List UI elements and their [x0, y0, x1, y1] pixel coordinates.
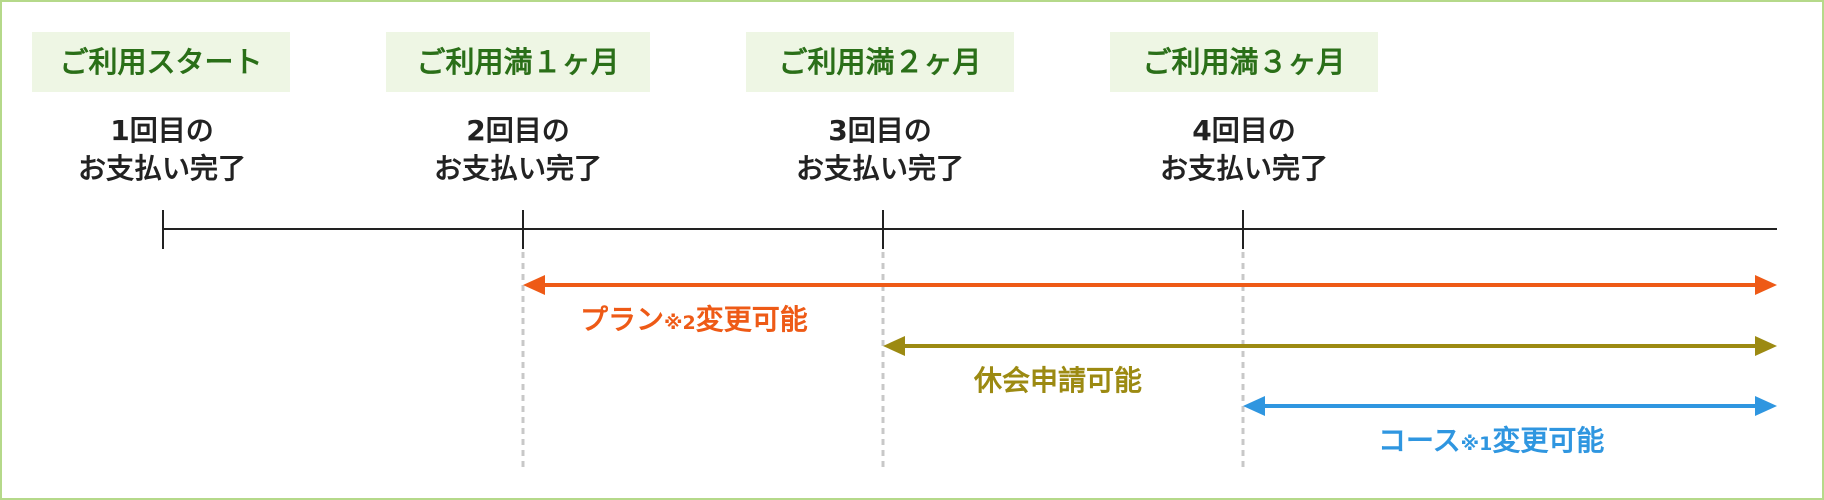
milestone-label-month-1: ご利用満１ヶ月 — [386, 32, 650, 92]
course-label-note: ※1 — [1460, 433, 1493, 455]
suspension-label-main: 休会申請可能 — [974, 364, 1143, 397]
milestone-label-month-2: ご利用満２ヶ月 — [746, 32, 1014, 92]
milestone-label-month-3: ご利用満３ヶ月 — [1110, 32, 1378, 92]
payment-line-1: 1回目の — [110, 114, 214, 147]
milestone-label-start: ご利用スタート — [32, 32, 290, 92]
payment-status-3: 3回目の お支払い完了 — [760, 112, 1000, 188]
payment-status-4: 4回目の お支払い完了 — [1124, 112, 1364, 188]
suspension-label: 休会申請可能 — [974, 364, 1142, 398]
plan-label-suffix: 変更可能 — [695, 303, 808, 336]
plan-change-arrow — [523, 275, 1777, 295]
payment-line-2: お支払い完了 — [77, 152, 246, 185]
course-change-label: コース※1変更可能 — [1378, 424, 1604, 461]
payment-status-2: 2回目の お支払い完了 — [398, 112, 638, 188]
course-label-main: コース — [1378, 424, 1461, 457]
suspension-arrow — [883, 336, 1777, 356]
payment-status-1: 1回目の お支払い完了 — [42, 112, 282, 188]
payment-line-1: 4回目の — [1192, 114, 1296, 147]
payment-line-1: 3回目の — [828, 114, 932, 147]
plan-label-note: ※2 — [664, 312, 696, 334]
payment-line-2: お支払い完了 — [433, 152, 602, 185]
course-change-arrow — [1243, 396, 1777, 416]
course-label-suffix: 変更可能 — [1492, 424, 1605, 457]
plan-change-label: プラン※2変更可能 — [580, 303, 808, 340]
payment-line-1: 2回目の — [466, 114, 570, 147]
payment-line-2: お支払い完了 — [795, 152, 964, 185]
payment-line-2: お支払い完了 — [1159, 152, 1328, 185]
plan-label-main: プラン — [580, 303, 665, 336]
